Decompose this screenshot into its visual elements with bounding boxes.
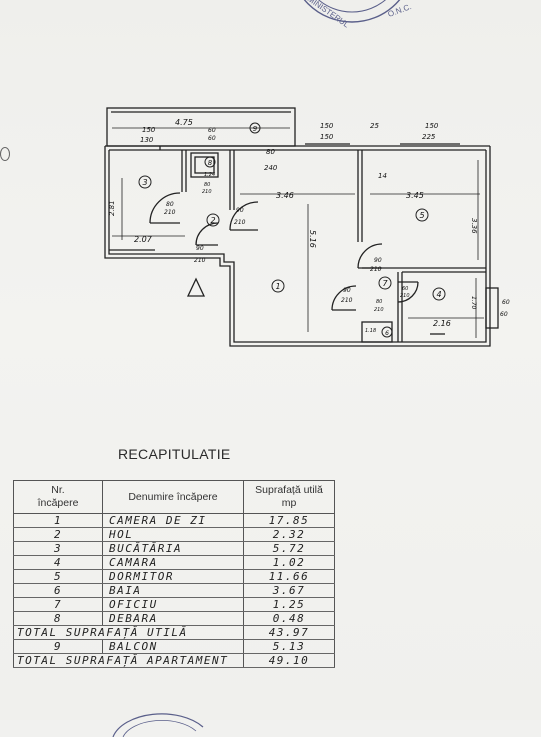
balcony-row: 9 BALCON 5.13 [13,639,335,654]
svg-text:60: 60 [402,286,408,292]
header-name: Denumire încăpere [102,480,244,514]
svg-text:210: 210 [202,189,212,195]
svg-text:210: 210 [400,293,410,299]
svg-text:210: 210 [370,266,382,273]
svg-text:14: 14 [378,172,387,180]
svg-text:2.81: 2.81 [108,200,116,216]
svg-text:90: 90 [236,207,244,214]
svg-text:2.16: 2.16 [433,319,451,328]
stamp-arc-text: MINISTERUL [306,0,351,30]
svg-text:90: 90 [374,257,382,264]
svg-text:225: 225 [422,133,436,141]
svg-text:210: 210 [194,257,206,264]
total-apartment-row: TOTAL SUPRAFAȚĂ APARTAMENT 49.10 [13,653,335,668]
room-number-4: 4 [436,290,441,299]
svg-text:80: 80 [266,148,275,156]
room-number-5: 5 [419,211,424,220]
floor-plan: 1 2 3 4 5 6 7 8 9 4.75 150 130 60 60 80 … [104,107,510,347]
official-stamp-bottom [112,713,204,737]
recap-table-container: Nr. încăpere Denumire încăpere Suprafață… [13,480,335,668]
svg-text:60: 60 [208,127,216,134]
svg-text:60: 60 [208,135,216,142]
total-util-label: TOTAL SUPRAFAȚĂ UTILĂ [13,625,244,640]
total-apartment-area: 49.10 [243,653,335,668]
room-number-1: 1 [275,282,280,291]
room-number-3: 3 [142,178,147,187]
svg-text:1.70: 1.70 [470,296,477,310]
room-number-2: 2 [210,216,215,225]
total-util-area: 43.97 [243,625,335,640]
svg-text:150: 150 [425,122,439,130]
stamp-text: O.N.C. [387,2,413,19]
svg-text:150: 150 [320,133,334,141]
total-apartment-label: TOTAL SUPRAFAȚĂ APARTAMENT [13,653,244,668]
room-number-7: 7 [382,279,388,288]
room-number-9: 9 [253,125,258,133]
svg-text:2.07: 2.07 [134,235,153,244]
room-number-8: 8 [208,159,213,167]
svg-text:80: 80 [376,299,382,305]
punch-hole-mark [0,147,10,161]
svg-text:150: 150 [142,126,156,134]
recap-heading: RECAPITULATIE [118,446,231,462]
svg-text:130: 130 [140,136,154,144]
header-nr: Nr. încăpere [13,480,103,514]
total-util-row: TOTAL SUPRAFAȚĂ UTILĂ 43.97 [13,625,335,640]
table-header-row: Nr. încăpere Denumire încăpere Suprafață… [13,480,335,514]
official-stamp-top: MINISTERUL O.N.C. [303,0,413,30]
svg-text:240: 240 [264,164,278,172]
svg-text:60: 60 [502,299,510,306]
balcony-outline [106,107,296,147]
svg-text:210: 210 [374,307,384,313]
svg-text:1.18: 1.18 [365,328,376,334]
svg-text:3.36: 3.36 [470,218,478,234]
svg-text:3.45: 3.45 [406,191,424,200]
svg-text:210: 210 [341,297,353,304]
svg-text:5.16: 5.16 [308,230,317,248]
recap-table: Nr. încăpere Denumire încăpere Suprafață… [13,480,335,668]
svg-text:3.46: 3.46 [276,191,294,200]
dim-top-overall: 4.75 [175,118,193,127]
svg-text:90: 90 [196,245,204,252]
svg-text:150: 150 [320,122,334,130]
svg-text:60: 60 [500,311,508,318]
svg-text:80: 80 [166,201,174,208]
svg-text:210: 210 [234,219,246,226]
svg-text:80: 80 [204,182,210,188]
svg-text:90: 90 [343,287,351,294]
header-area: Suprafață utilă mp [243,480,335,514]
svg-text:25: 25 [370,122,379,130]
svg-text:210: 210 [164,209,176,216]
svg-text:1.24: 1.24 [204,172,215,178]
room-number-6: 6 [385,330,389,337]
